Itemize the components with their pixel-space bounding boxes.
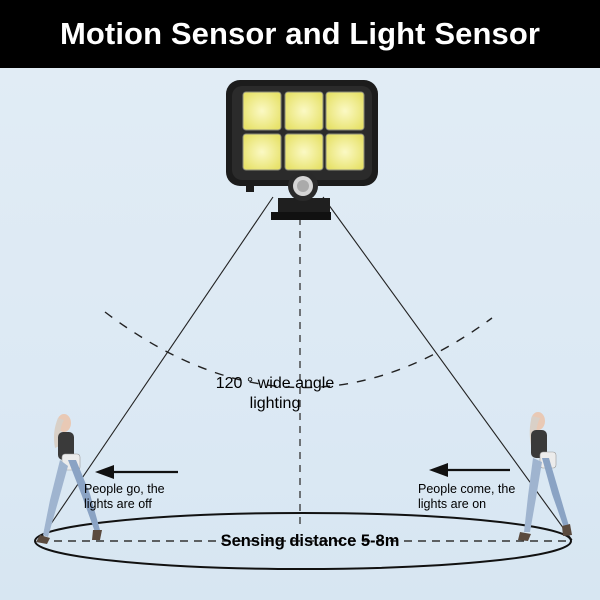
page-title: Motion Sensor and Light Sensor [59,16,541,51]
walking-woman-icon [518,412,572,541]
motion-sensor-icon [288,171,318,201]
led-panel [242,91,365,171]
lights-off-note: People go, the lights are off [84,482,165,511]
arrow-left-icon [95,465,178,479]
angle-label: 120 ° wide angle lighting [215,375,335,412]
sensing-range-ellipse [34,512,572,570]
lights-on-note: People come, the lights are on [418,482,516,511]
arrow-left-icon [429,463,510,477]
title-banner: Motion Sensor and Light Sensor [0,0,600,68]
sensor-diagram [34,80,573,570]
sensing-distance-label: Sensing distance 5-8m [220,532,400,550]
solar-lamp-icon [226,80,378,220]
illustration-area: 120 ° wide angle lighting People go, the… [0,68,600,600]
walking-woman-icon [36,414,102,544]
